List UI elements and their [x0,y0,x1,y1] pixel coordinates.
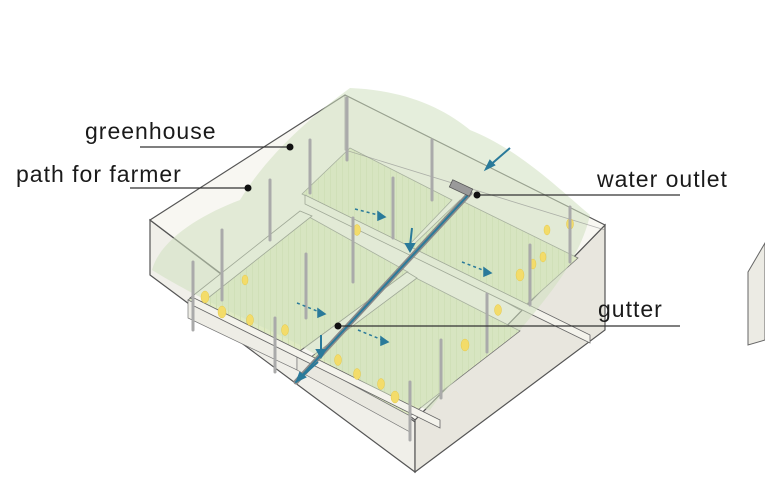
water-flow-arrows [295,147,511,384]
callout-water-outlet: water outlet [473,166,728,199]
neighbor-block [747,242,765,346]
drainage-direction-arrows [296,208,493,347]
greenhouse-posts [191,96,572,442]
label-greenhouse: greenhouse [85,118,217,144]
crop-plants [200,218,574,404]
callout-path-for-farmer: path for farmer [16,161,252,192]
label-gutter: gutter [598,296,663,322]
callout-greenhouse: greenhouse [85,118,294,151]
label-path-for-farmer: path for farmer [16,161,182,187]
callout-gutter: gutter [334,296,680,330]
greenhouse-volume [152,88,606,410]
label-water-outlet: water outlet [596,166,728,192]
